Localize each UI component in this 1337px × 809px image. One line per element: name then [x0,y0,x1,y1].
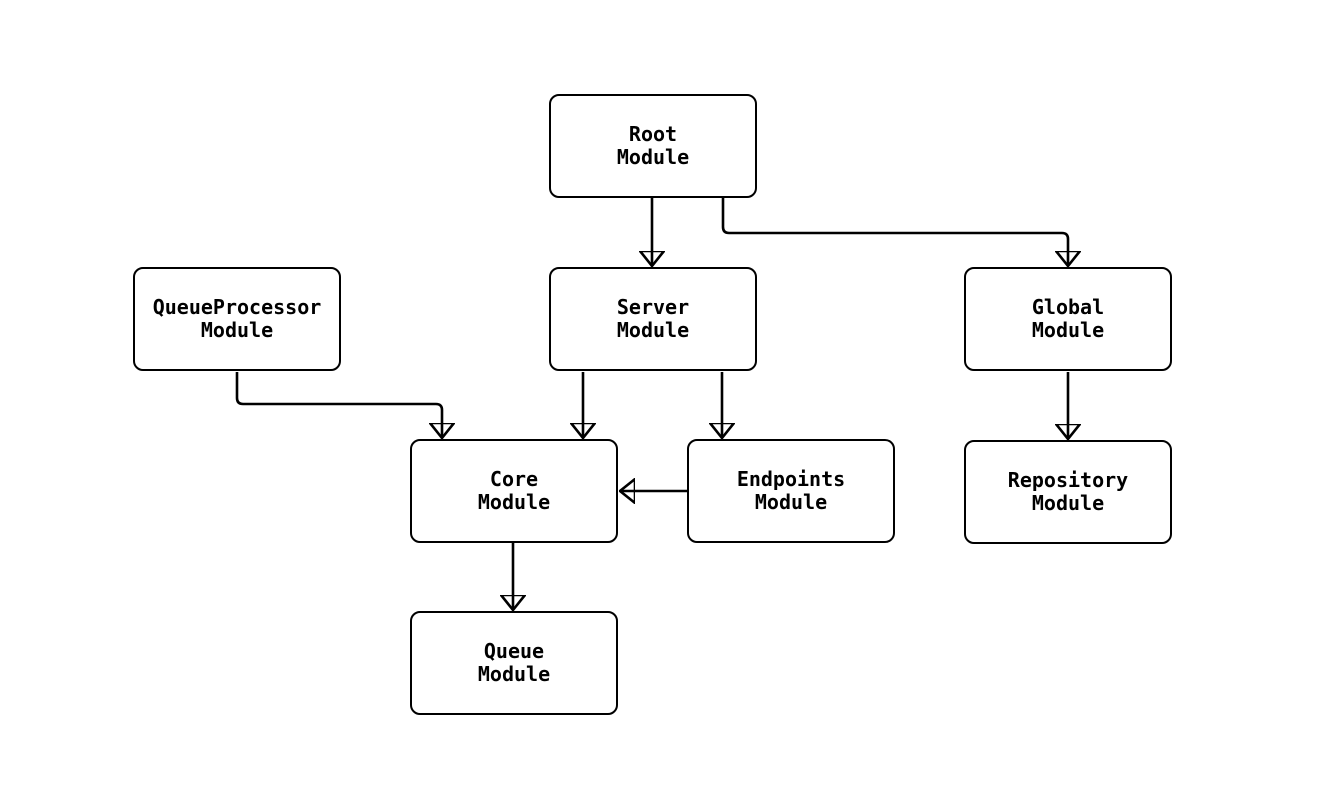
node-root-module: Root Module [549,94,757,198]
node-label-line2: Module [200,318,274,342]
node-label-line1: Server [616,295,690,319]
edge-root-to-global [721,198,1068,265]
node-label-line2: Module [477,662,551,686]
node-label-line2: Module [616,145,690,169]
node-queue-module: Queue Module [410,611,618,715]
node-label-line1: Repository [1007,468,1129,492]
node-label-line1: QueueProcessor [152,295,322,319]
node-label-line1: Core [489,467,539,491]
node-repository-module: Repository Module [964,440,1172,544]
edge-queueprocessor-to-core [235,372,442,437]
node-label-line2: Module [477,490,551,514]
node-endpoints-module: Endpoints Module [687,439,895,543]
node-server-module: Server Module [549,267,757,371]
node-global-module: Global Module [964,267,1172,371]
node-label-line2: Module [616,318,690,342]
node-core-module: Core Module [410,439,618,543]
node-label-line1: Endpoints [736,467,846,491]
node-label-line1: Root [628,122,678,146]
node-label-line2: Module [754,490,828,514]
node-label-line2: Module [1031,318,1105,342]
node-label-line1: Queue [483,639,545,663]
node-label-line1: Global [1031,295,1105,319]
node-queueprocessor-module: QueueProcessor Module [133,267,341,371]
node-label-line2: Module [1031,491,1105,515]
